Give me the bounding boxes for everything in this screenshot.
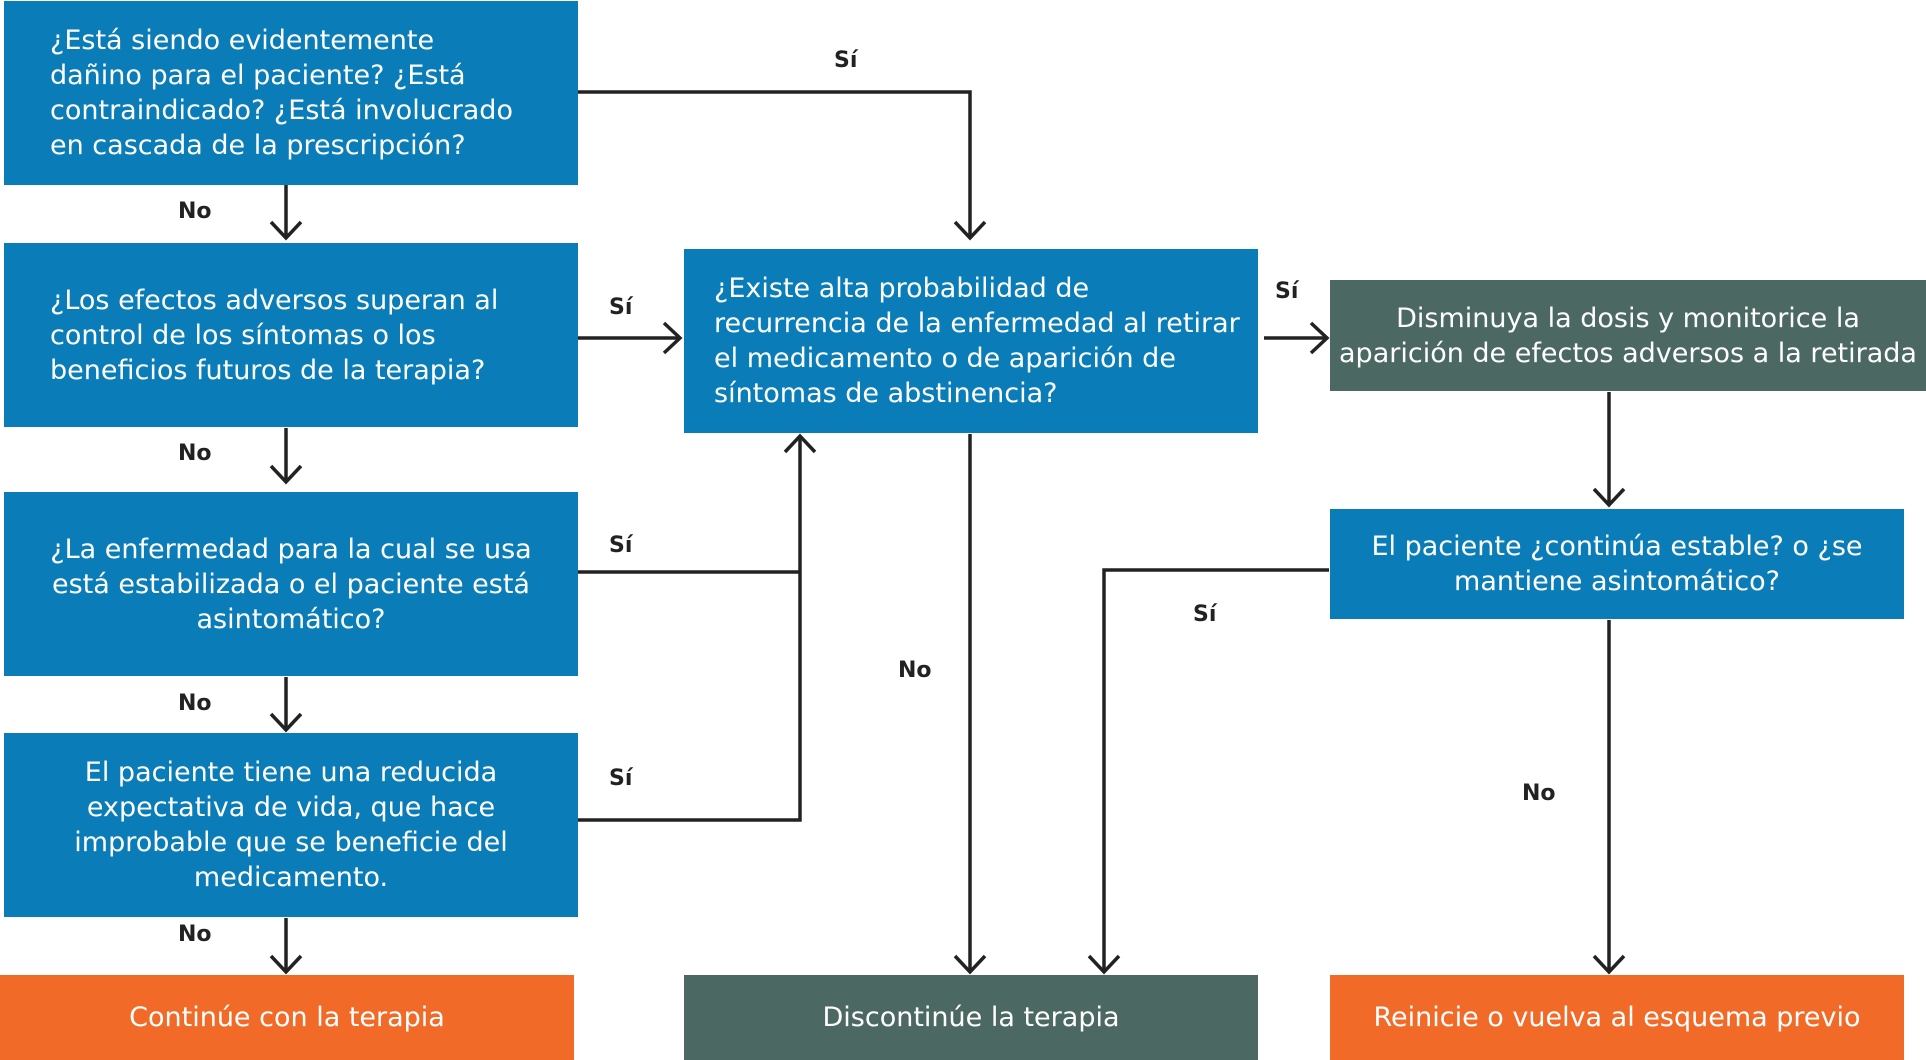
outcome-restart-text: Reinicie o vuelva al esquema previo (1373, 1002, 1861, 1033)
outcome-discontinue-therapy: Discontinúe la terapia (684, 975, 1258, 1060)
question-box-stabilized: ¿La enfermedad para la cual se usa está … (4, 492, 578, 676)
connector-q4-yes (578, 436, 802, 822)
action-reduce-dose-text: Disminuya la dosis y monitorice la apari… (1339, 302, 1917, 369)
question-adverse-effects-text: ¿Los efectos adversos superan al control… (50, 284, 499, 386)
question-harm-text: ¿Está siendo evidentemente dañino para e… (50, 25, 513, 161)
label-q3-no: No (178, 691, 212, 716)
question-still-stable-text: El paciente ¿continúa estable? o ¿se man… (1371, 531, 1863, 597)
label-q3-yes: Sí (609, 533, 633, 558)
question-box-recurrence: ¿Existe alta probabilidad de recurrencia… (684, 249, 1258, 433)
question-box-adverse-effects: ¿Los efectos adversos superan al control… (4, 243, 578, 427)
arrowhead (1087, 954, 1121, 975)
label-q2-no: No (178, 441, 212, 466)
label-q4-yes: Sí (609, 766, 633, 791)
question-life-expectancy-text: El paciente tiene una reducida expectati… (74, 757, 508, 893)
arrowhead (269, 712, 303, 733)
question-stabilized-text: ¿La enfermedad para la cual se usa está … (50, 533, 532, 635)
arrowhead (953, 220, 987, 241)
label-q5-no: No (898, 658, 932, 683)
arrowhead (1592, 954, 1626, 975)
action-box-reduce-dose: Disminuya la dosis y monitorice la apari… (1330, 280, 1926, 391)
outcome-restart-scheme: Reinicie o vuelva al esquema previo (1330, 975, 1904, 1060)
label-q5-yes: Sí (1275, 279, 1299, 304)
label-q6-no: No (1522, 781, 1556, 806)
arrowhead (269, 954, 303, 975)
arrowhead (953, 954, 987, 975)
question-box-harm: ¿Está siendo evidentemente dañino para e… (4, 1, 578, 185)
label-q4-no: No (178, 922, 212, 947)
connector-q1-yes (578, 90, 972, 238)
arrowhead (662, 321, 683, 355)
label-q1-yes: Sí (834, 48, 858, 73)
question-box-still-stable: El paciente ¿continúa estable? o ¿se man… (1330, 509, 1904, 619)
label-q1-no: No (178, 199, 212, 224)
outcome-discontinue-text: Discontinúe la terapia (822, 1002, 1120, 1033)
question-box-life-expectancy: El paciente tiene una reducida expectati… (4, 733, 578, 917)
arrowhead (269, 220, 303, 241)
label-q6-yes: Sí (1193, 602, 1217, 627)
outcome-continue-text: Continúe con la terapia (129, 1002, 445, 1033)
arrowhead (269, 464, 303, 485)
question-recurrence-text: ¿Existe alta probabilidad de recurrencia… (714, 273, 1240, 409)
arrowhead (783, 433, 817, 454)
arrowhead (1309, 321, 1330, 355)
label-q2-yes: Sí (609, 295, 633, 320)
arrowhead (1592, 487, 1626, 508)
outcome-continue-therapy: Continúe con la terapia (0, 975, 574, 1060)
connector-q6-yes (1102, 568, 1329, 972)
